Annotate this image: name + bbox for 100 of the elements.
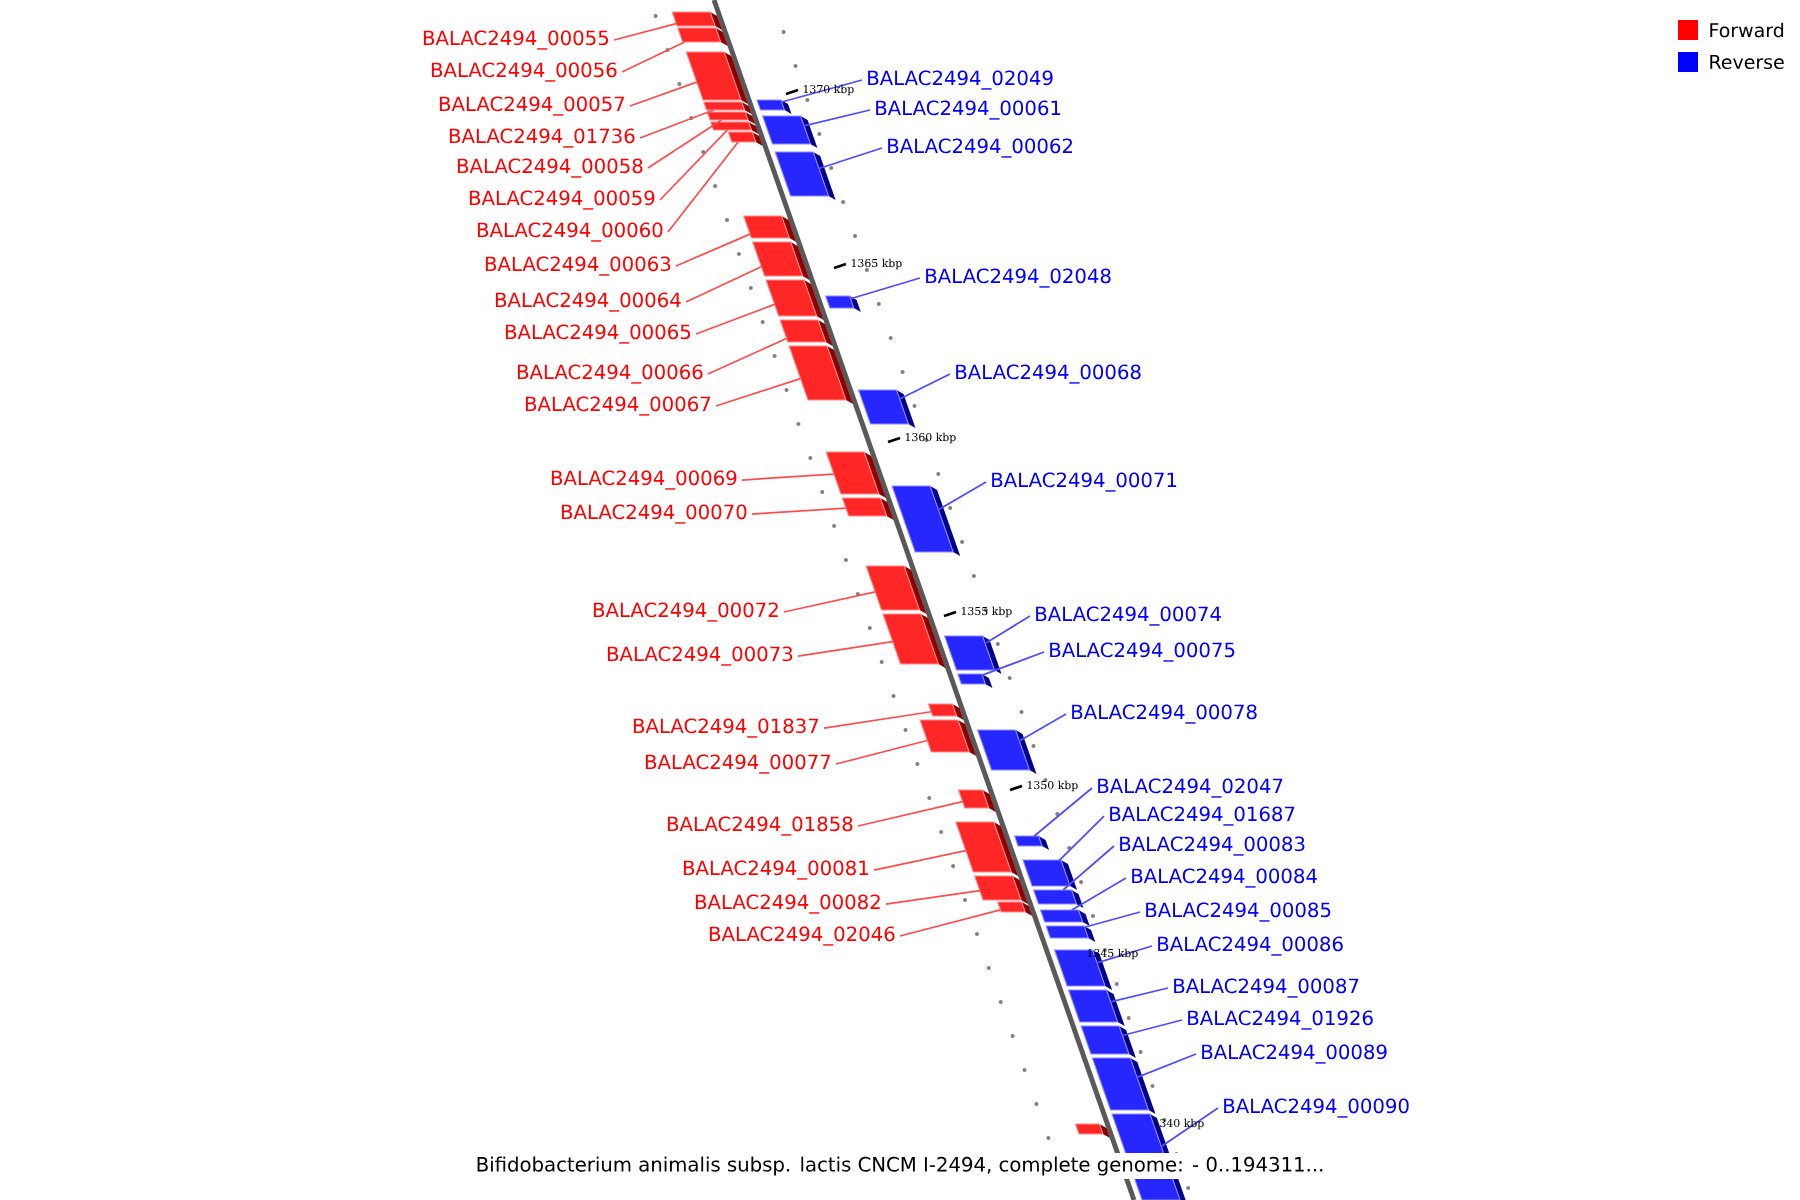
- leader-line: [1033, 787, 1093, 837]
- gene-label: BALAC2494_00056: [431, 62, 617, 82]
- gene-label: BALAC2494_00084: [1132, 868, 1317, 888]
- gene-label: BALAC2494_00057: [439, 96, 625, 116]
- gene-label: BALAC2494_02048: [926, 268, 1111, 288]
- leader-line: [715, 377, 802, 407]
- gene-block: [919, 719, 977, 756]
- gene-block: [761, 115, 818, 148]
- gene-block: [1039, 909, 1090, 926]
- gene-block: [702, 101, 752, 114]
- leader-line: [695, 303, 776, 335]
- leader-line: [639, 109, 715, 139]
- gene-label: BALAC2494_00075: [1050, 642, 1235, 662]
- leader-line: [629, 81, 698, 107]
- gene-label: BALAC2494_02047: [1098, 778, 1283, 798]
- gene-label: BALAC2494_00081: [683, 860, 868, 880]
- leader-line: [675, 233, 751, 267]
- leader-line: [1109, 987, 1169, 1003]
- gene-block: [677, 27, 728, 46]
- gene-label: BALAC2494_00070: [561, 504, 747, 524]
- gene-label: BALAC2494_00064: [495, 292, 681, 312]
- leader-line: [885, 889, 981, 905]
- gene-block: [709, 121, 759, 134]
- leader-line: [659, 129, 729, 201]
- leader-line: [613, 22, 678, 41]
- leader-line: [981, 651, 1045, 676]
- legend-label: Forward: [1710, 22, 1784, 38]
- leader-line: [783, 591, 877, 613]
- gene-label: BALAC2494_00062: [888, 138, 1072, 158]
- gene-label: BALAC2494_00086: [1158, 936, 1343, 956]
- leader-line: [849, 277, 921, 300]
- gene-block: [756, 99, 792, 114]
- legend-label: Reverse: [1710, 54, 1784, 70]
- leader-line: [1018, 713, 1067, 742]
- gene-block: [1067, 989, 1125, 1026]
- leader-line: [803, 109, 871, 127]
- gene-block: [955, 821, 1019, 876]
- gene-block: [857, 389, 916, 428]
- leader-line: [1083, 911, 1141, 929]
- gene-block: [865, 565, 927, 614]
- leader-line: [1136, 1053, 1197, 1079]
- gene-label: BALAC2494_00074: [1036, 606, 1221, 626]
- gene-label: BALAC2494_00077: [645, 754, 831, 774]
- gene-label: BALAC2494_02049: [868, 70, 1053, 90]
- leader-line: [937, 481, 987, 511]
- gene-block: [1074, 1123, 1110, 1138]
- gene-block: [727, 131, 763, 146]
- gene-block: [685, 51, 748, 104]
- gene-block: [957, 673, 993, 688]
- leader-line: [818, 147, 883, 170]
- leader-line: [667, 141, 739, 233]
- gene-label: BALAC2494_02046: [709, 926, 895, 946]
- gene-label: BALAC2494_00089: [1202, 1044, 1387, 1064]
- gene-label: BALAC2494_00078: [1072, 704, 1257, 724]
- gene-label: BALAC2494_00065: [505, 324, 691, 344]
- gene-block: [671, 11, 723, 30]
- gene-label: BALAC2494_01926: [1188, 1010, 1373, 1030]
- gene-block: [1080, 1025, 1136, 1058]
- gene-label: BALAC2494_00083: [1120, 836, 1305, 856]
- gene-label: BALAC2494_00066: [517, 364, 703, 384]
- leader-line: [751, 507, 847, 515]
- gene-block: [779, 319, 833, 346]
- gene-label: BALAC2494_00060: [477, 222, 663, 242]
- gene-block: [976, 729, 1037, 774]
- gene-block: [841, 497, 894, 520]
- leader-line: [797, 640, 894, 657]
- leader-line: [621, 41, 686, 73]
- leader-line: [1121, 1019, 1183, 1037]
- gene-block: [927, 703, 964, 720]
- leader-line: [1070, 877, 1127, 911]
- gene-block: [882, 613, 946, 668]
- gene-label: BALAC2494_00058: [457, 158, 643, 178]
- gene-label: BALAC2494_00087: [1174, 978, 1359, 998]
- leader-line: [857, 800, 964, 827]
- leader-line: [984, 615, 1031, 645]
- gene-label: BALAC2494_00082: [695, 894, 880, 914]
- gene-block: [1013, 835, 1050, 850]
- gene-label: BALAC2494_01837: [633, 718, 819, 738]
- gene-label: BALAC2494_00067: [525, 396, 711, 416]
- gene-block: [1045, 925, 1096, 942]
- gene-block: [957, 789, 996, 812]
- gene-label: BALAC2494_00061: [876, 100, 1061, 120]
- gene-label: BALAC2494_00085: [1146, 902, 1331, 922]
- leader-line: [707, 337, 788, 375]
- leader-line: [873, 849, 967, 871]
- gene-label: BALAC2494_00073: [607, 646, 793, 666]
- gene-block: [943, 635, 1002, 674]
- gene-label: BALAC2494_00063: [485, 256, 671, 276]
- gene-block: [1032, 889, 1084, 908]
- gene-label: BALAC2494_00072: [593, 602, 778, 622]
- gene-label: BALAC2494_00069: [551, 470, 737, 490]
- gene-block: [996, 901, 1033, 916]
- gene-label: BALAC2494_00090: [1224, 1098, 1409, 1118]
- gene-block: [742, 215, 797, 242]
- gene-label: BALAC2494_00071: [992, 472, 1177, 492]
- leader-line: [898, 373, 951, 400]
- caption: Bifidobacterium animalis subsp. lactis CNCM I-2494, complete genome: - 0..194311...: [472, 1153, 1328, 1180]
- leader-line: [741, 473, 835, 481]
- gene-label: BALAC2494_00059: [469, 190, 655, 210]
- gene-block: [1053, 949, 1113, 990]
